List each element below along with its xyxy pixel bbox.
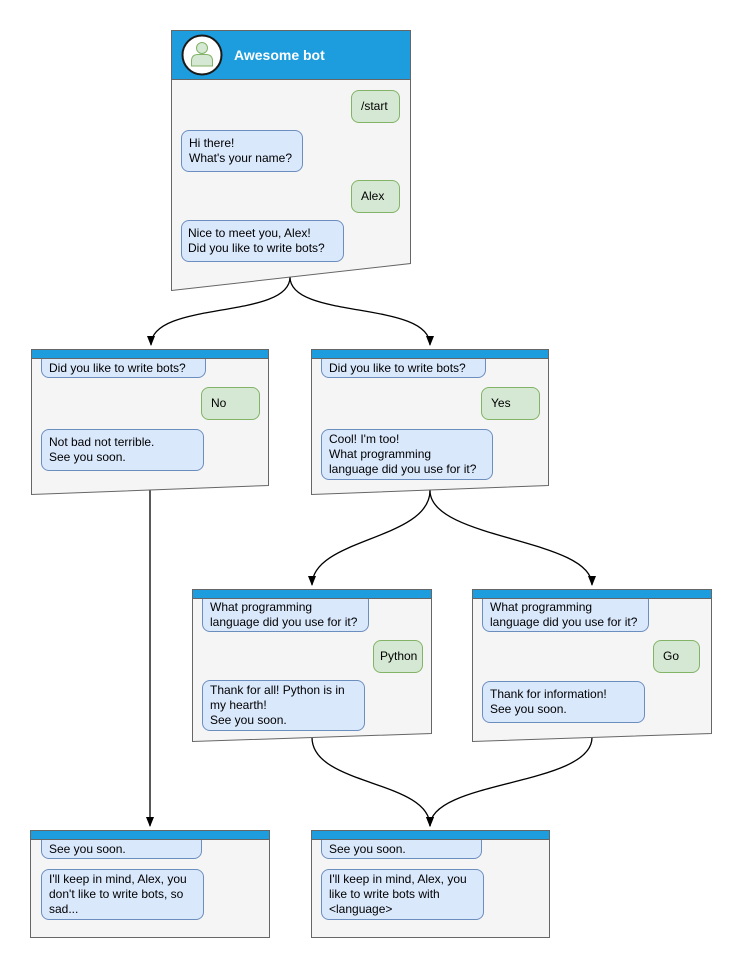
edge-python-to-end xyxy=(311,737,434,827)
chat-window-branch-yes: Did you like to write bots? Yes Cool! I'… xyxy=(311,349,549,496)
window-titlebar xyxy=(312,831,549,840)
chat-window-end-no: See you soon. I'll keep in mind, Alex, y… xyxy=(30,830,270,938)
user-message: No xyxy=(201,387,260,420)
window-titlebar xyxy=(312,350,548,359)
bot-message: Cool! I'm too! What programming language… xyxy=(321,429,493,480)
user-message: Go xyxy=(653,640,700,673)
chat-window-branch-go: What programming language did you use fo… xyxy=(472,589,712,743)
bot-message: Nice to meet you, Alex! Did you like to … xyxy=(181,220,344,262)
bot-message: Not bad not terrible. See you soon. xyxy=(41,429,204,471)
user-message: /start xyxy=(351,90,400,123)
edge-main-to-no xyxy=(147,276,291,346)
chat-window-branch-no: Did you like to write bots? No Not bad n… xyxy=(31,349,269,496)
edge-go-to-end xyxy=(426,737,593,827)
window-titlebar xyxy=(32,350,268,359)
window-titlebar xyxy=(31,831,269,840)
window-titlebar: Awesome bot xyxy=(172,31,410,80)
chat-window-main: Awesome bot /start Hi there! What's your… xyxy=(171,30,411,291)
window-title: Awesome bot xyxy=(234,47,325,63)
bot-message: I'll keep in mind, Alex, you like to wri… xyxy=(321,869,484,920)
user-message: Yes xyxy=(481,387,540,420)
bot-message: Hi there! What's your name? xyxy=(181,130,303,172)
bot-message: I'll keep in mind, Alex, you don't like … xyxy=(41,869,204,920)
avatar xyxy=(181,34,223,76)
edge-main-to-yes xyxy=(289,276,434,346)
user-message: Python xyxy=(373,640,423,673)
window-titlebar xyxy=(193,590,431,599)
edge-yes-to-go xyxy=(429,490,596,586)
chat-window-branch-python: What programming language did you use fo… xyxy=(192,589,432,743)
window-titlebar xyxy=(473,590,711,599)
user-message: Alex xyxy=(351,180,400,213)
chat-window-end-yes: See you soon. I'll keep in mind, Alex, y… xyxy=(311,830,550,938)
person-icon xyxy=(181,34,223,76)
bot-message: Thank for all! Python is in my hearth! S… xyxy=(202,680,365,731)
bot-message: Thank for information! See you soon. xyxy=(482,681,645,723)
edge-yes-to-python xyxy=(308,490,431,586)
